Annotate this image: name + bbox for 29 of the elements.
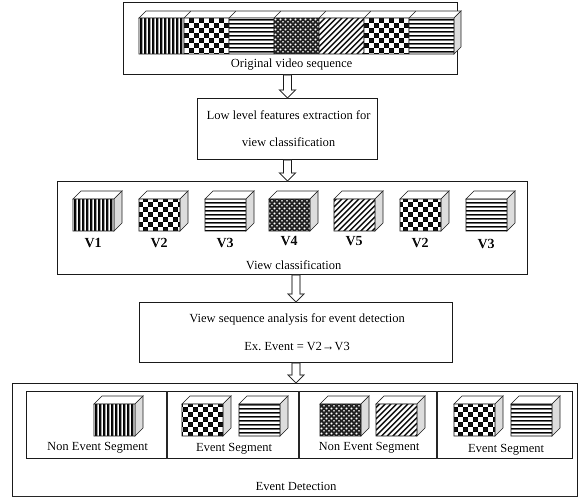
- segment-box: [167, 391, 299, 459]
- box-label: Non Event Segment: [318, 439, 420, 454]
- block-arrow: [278, 160, 297, 182]
- process-box: [57, 181, 528, 275]
- box-label: Event Segment: [194, 440, 274, 455]
- block-arrow: [278, 74, 297, 99]
- process-box: [139, 302, 453, 363]
- box-label: Low level features extraction for view classification: [206, 107, 372, 151]
- block-arrow: [286, 362, 306, 384]
- process-box: [197, 98, 378, 160]
- box-label: View classification: [244, 258, 342, 273]
- segment-box: [26, 391, 167, 459]
- view-label: V2: [149, 236, 169, 251]
- block-arrow: [286, 274, 306, 303]
- segment-box: [437, 391, 573, 459]
- process-box: [12, 383, 578, 497]
- box-label: View sequence analysis for event detection: [188, 311, 406, 326]
- view-label: V3: [215, 236, 235, 251]
- example-text: Ex. Event = V2→V3: [243, 339, 351, 354]
- view-label: V2: [410, 236, 430, 251]
- view-label: V5: [344, 234, 364, 249]
- view-label: V4: [279, 234, 299, 249]
- box-label: Event Segment: [466, 441, 546, 456]
- box-label: Original video sequence: [230, 56, 354, 71]
- segment-box: [299, 391, 437, 459]
- view-label: V1: [83, 236, 103, 251]
- box-label: Event Detection: [254, 479, 338, 494]
- box-label: Non Event Segment: [46, 439, 149, 454]
- view-label: V3: [476, 237, 496, 252]
